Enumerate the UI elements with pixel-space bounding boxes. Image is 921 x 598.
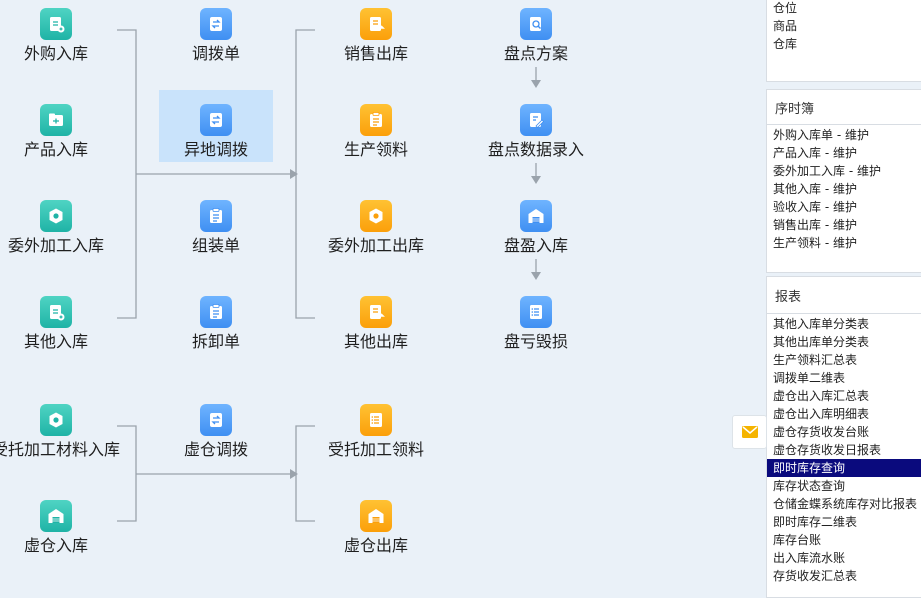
flow-node-label: 其他出库 — [343, 332, 408, 351]
sequence-item[interactable]: 销售出库 - 维护 — [773, 218, 857, 232]
inbound-doc-icon — [40, 8, 72, 40]
message-button[interactable] — [732, 415, 767, 449]
flow-node-zuzhuang[interactable]: 组装单 — [136, 200, 296, 256]
reports-item[interactable]: 调拨单二维表 — [773, 371, 846, 385]
warehouse-icon — [360, 500, 392, 532]
list-doc-icon — [520, 296, 552, 328]
reports-item[interactable]: 虚仓存货收发台账 — [773, 425, 870, 439]
flow-node-pandian_fa[interactable]: 盘点方案 — [456, 8, 616, 64]
sequence-item[interactable]: 生产领料 - 维护 — [773, 236, 857, 250]
outbound-doc-icon — [360, 296, 392, 328]
gear-box-icon — [360, 200, 392, 232]
panel-sequence: 序时簿 外购入库单 - 维护产品入库 - 维护委外加工入库 - 维护其他入库 -… — [766, 89, 921, 273]
top-item[interactable]: 仓位 — [773, 1, 798, 15]
business-flow-canvas: 外购入库产品入库委外加工入库其他入库 调拨单异地调拨组装单拆卸单 销售出库生产领料委… — [0, 8, 616, 556]
outbound-doc-icon — [360, 8, 392, 40]
gear-box-icon — [40, 404, 72, 436]
gear-box-icon — [40, 200, 72, 232]
edit-doc-icon — [520, 104, 552, 136]
reports-item[interactable]: 存货收发汇总表 — [773, 569, 858, 583]
flow-node-label: 生产领料 — [343, 140, 408, 159]
reports-item[interactable]: 虚仓出入库汇总表 — [773, 389, 870, 403]
flow-node-shoutuo_in[interactable]: 受托加工材料入库 — [0, 404, 136, 460]
flow-node-qita_out[interactable]: 其他出库 — [296, 296, 456, 352]
top-item[interactable]: 商品 — [773, 19, 798, 33]
flow-node-label: 盘亏毁损 — [503, 332, 568, 351]
reports-item[interactable]: 其他入库单分类表 — [773, 317, 870, 331]
mail-icon — [741, 426, 758, 438]
flow-node-shoutuo_ll[interactable]: 受托加工领料 — [296, 404, 456, 460]
panel-sequence-title: 序时簿 — [767, 90, 921, 125]
flow-node-label: 委外加工出库 — [327, 236, 424, 255]
flow-node-chaixie[interactable]: 拆卸单 — [136, 296, 296, 352]
flow-node-label: 委外加工入库 — [7, 236, 104, 255]
sequence-item[interactable]: 委外加工入库 - 维护 — [773, 164, 881, 178]
flow-node-weiwai_out[interactable]: 委外加工出库 — [296, 200, 456, 256]
reports-item[interactable]: 即时库存二维表 — [773, 515, 858, 529]
flow-node-label: 其他入库 — [23, 332, 88, 351]
flow-node-label: 受托加工材料入库 — [0, 440, 120, 459]
panel-reports-title: 报表 — [767, 277, 921, 314]
inbound-doc-icon — [40, 296, 72, 328]
flow-node-label: 虚仓调拨 — [183, 440, 248, 459]
reports-item[interactable]: 即时库存查询 — [767, 459, 921, 477]
flow-node-xucang_in[interactable]: 虚仓入库 — [0, 500, 136, 556]
sequence-item[interactable]: 验收入库 - 维护 — [773, 200, 857, 214]
flow-node-weiwai_in[interactable]: 委外加工入库 — [0, 200, 136, 256]
clipboard-icon — [360, 104, 392, 136]
flow-node-label: 虚仓入库 — [23, 536, 88, 555]
flow-node-label: 产品入库 — [23, 140, 88, 159]
flow-node-waigou[interactable]: 外购入库 — [0, 8, 136, 64]
flow-node-qita_in[interactable]: 其他入库 — [0, 296, 136, 352]
reports-item[interactable]: 出入库流水账 — [773, 551, 846, 565]
flow-node-label: 外购入库 — [23, 44, 88, 63]
flow-node-xucang_db[interactable]: 虚仓调拨 — [136, 404, 296, 460]
inbound-folder-icon — [40, 104, 72, 136]
flow-node-label: 盘盈入库 — [503, 236, 568, 255]
warehouse-icon — [40, 500, 72, 532]
reports-item[interactable]: 库存台账 — [773, 533, 822, 547]
flow-node-label: 盘点数据录入 — [487, 140, 584, 159]
sequence-item[interactable]: 外购入库单 - 维护 — [773, 128, 869, 142]
flow-node-pandian_lu[interactable]: 盘点数据录入 — [456, 104, 616, 160]
warehouse-icon — [520, 200, 552, 232]
panel-reports: 报表 其他入库单分类表其他出库单分类表生产领料汇总表调拨单二维表虚仓出入库汇总表… — [766, 276, 921, 598]
reports-item[interactable]: 虚仓存货收发日报表 — [773, 443, 882, 457]
flow-node-label: 盘点方案 — [503, 44, 568, 63]
sequence-item[interactable]: 其他入库 - 维护 — [773, 182, 857, 196]
flow-node-chanpin[interactable]: 产品入库 — [0, 104, 136, 160]
top-item[interactable]: 仓库 — [773, 37, 798, 51]
sequence-item[interactable]: 产品入库 - 维护 — [773, 146, 857, 160]
transfer-icon — [200, 8, 232, 40]
flow-connectors — [117, 29, 541, 522]
flow-node-label: 受托加工领料 — [327, 440, 424, 459]
flow-node-xucang_out[interactable]: 虚仓出库 — [296, 500, 456, 556]
reports-item[interactable]: 库存状态查询 — [773, 479, 846, 493]
list-doc-icon — [360, 404, 392, 436]
flow-node-yidi[interactable]: 异地调拨 — [136, 104, 296, 160]
reports-item[interactable]: 仓储金蝶系统库存对比报表 — [773, 497, 918, 511]
reports-item[interactable]: 生产领料汇总表 — [773, 353, 858, 367]
flow-node-diaobo[interactable]: 调拨单 — [136, 8, 296, 64]
flow-node-label: 虚仓出库 — [343, 536, 408, 555]
reports-item[interactable]: 虚仓出入库明细表 — [773, 407, 870, 421]
flow-node-label: 拆卸单 — [191, 332, 240, 351]
flow-node-label: 组装单 — [191, 236, 240, 255]
reports-item[interactable]: 其他出库单分类表 — [773, 335, 870, 349]
flow-node-pankui[interactable]: 盘亏毁损 — [456, 296, 616, 352]
clipboard-icon — [200, 296, 232, 328]
clipboard-icon — [200, 200, 232, 232]
flow-node-label: 销售出库 — [343, 44, 408, 63]
flow-node-xiaoshou[interactable]: 销售出库 — [296, 8, 456, 64]
flow-node-panying[interactable]: 盘盈入库 — [456, 200, 616, 256]
transfer-icon — [200, 404, 232, 436]
flow-node-label: 调拨单 — [191, 44, 240, 63]
flow-node-shengchan[interactable]: 生产领料 — [296, 104, 456, 160]
search-doc-icon — [520, 8, 552, 40]
transfer-icon — [200, 104, 232, 136]
panel-basic: 仓位商品仓库 — [766, 0, 921, 82]
flow-node-label: 异地调拨 — [183, 140, 248, 159]
